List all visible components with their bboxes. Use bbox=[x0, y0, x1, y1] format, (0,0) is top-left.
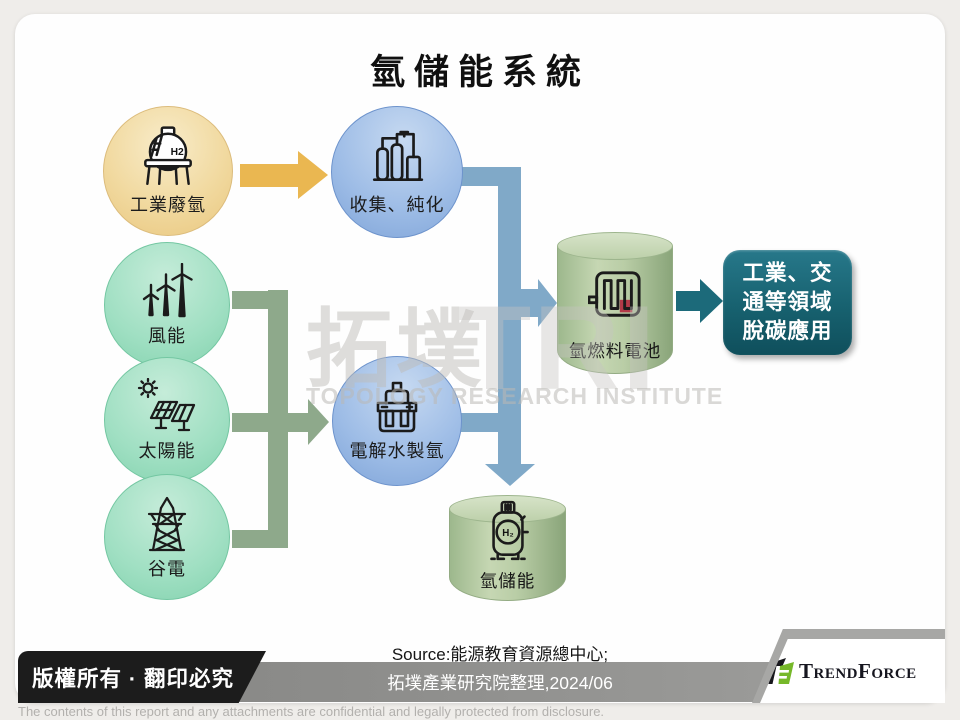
node-fuel-cell: 氫燃料電池 bbox=[557, 232, 673, 374]
node-electrolysis: 電解水製氫 bbox=[332, 356, 462, 486]
cylinder-body bbox=[557, 246, 673, 374]
application-box: 工業、交 通等領域 脫碳應用 bbox=[723, 250, 852, 355]
application-line: 通等領域 bbox=[742, 290, 833, 314]
node-label: 電解水製氫 bbox=[349, 440, 445, 461]
node-wind-energy: 風能 bbox=[104, 242, 230, 368]
node-label: 收集、純化 bbox=[349, 194, 445, 215]
arrow-industrial-to-collect-shaft bbox=[240, 164, 298, 187]
node-label: 氫儲能 bbox=[479, 571, 536, 591]
solar-panel-icon bbox=[136, 377, 198, 436]
purification-plant-icon bbox=[366, 128, 428, 190]
power-tower-icon bbox=[137, 494, 197, 554]
bottle-h2-text: H₂ bbox=[502, 528, 513, 539]
application-line: 脫碳應用 bbox=[742, 319, 833, 343]
green-connector-wind-stub bbox=[232, 291, 268, 309]
node-solar-energy: 太陽能 bbox=[104, 357, 230, 483]
trendforce-badge: TrendForce bbox=[760, 639, 945, 703]
blue-connector-collect-stub bbox=[456, 167, 498, 186]
confidentiality-disclaimer: The contents of this report and any atta… bbox=[18, 704, 605, 719]
blue-connector-spine bbox=[498, 167, 521, 464]
application-line: 工業、交 bbox=[742, 261, 833, 285]
arrow-fuelcell-to-app-shaft bbox=[676, 291, 700, 311]
node-label: 谷電 bbox=[148, 558, 186, 579]
node-collect-purify: 收集、純化 bbox=[331, 106, 463, 238]
arrow-to-fuelcell-head bbox=[538, 279, 557, 327]
arrow-to-electrolysis-head bbox=[308, 399, 329, 445]
blue-connector-electrolysis-stub bbox=[456, 413, 498, 432]
copyright-banner: 版權所有 · 翻印必究 bbox=[18, 651, 266, 703]
wind-turbine-icon bbox=[137, 262, 197, 321]
node-label: 工業廢氫 bbox=[130, 194, 206, 215]
fuel-cell-icon bbox=[588, 268, 642, 322]
node-valley-power: 谷電 bbox=[104, 474, 230, 600]
trendforce-wordmark: TrendForce bbox=[799, 658, 917, 683]
node-industrial-hydrogen: H2 工業廢氫 bbox=[103, 106, 233, 236]
node-label: 風能 bbox=[148, 325, 186, 346]
blue-connector-fuelcell-shaft bbox=[521, 289, 538, 317]
node-h2-storage: H₂ 氫儲能 bbox=[449, 495, 566, 601]
h2-tank-icon: H2 bbox=[135, 125, 201, 190]
h2-cylinder-icon: H₂ bbox=[477, 498, 539, 564]
node-label: 氫燃料電池 bbox=[568, 341, 662, 361]
green-connector-valley-stub bbox=[232, 530, 268, 548]
cylinder-top bbox=[557, 232, 673, 260]
green-connector-solar-stub bbox=[232, 413, 308, 432]
page-title: 氫儲能系統 bbox=[369, 52, 590, 93]
arrow-fuelcell-to-app-head bbox=[700, 279, 723, 323]
arrow-to-storage-head bbox=[485, 464, 535, 486]
tank-h2-text: H2 bbox=[171, 146, 184, 157]
source-line-2: 拓墣產業研究院整理,2024/06 bbox=[387, 673, 613, 693]
arrow-industrial-to-collect-head bbox=[298, 151, 328, 199]
source-line-1: Source:能源教育資源總中心; bbox=[391, 645, 609, 664]
node-label: 太陽能 bbox=[138, 440, 196, 461]
electrolyzer-icon bbox=[367, 380, 427, 436]
